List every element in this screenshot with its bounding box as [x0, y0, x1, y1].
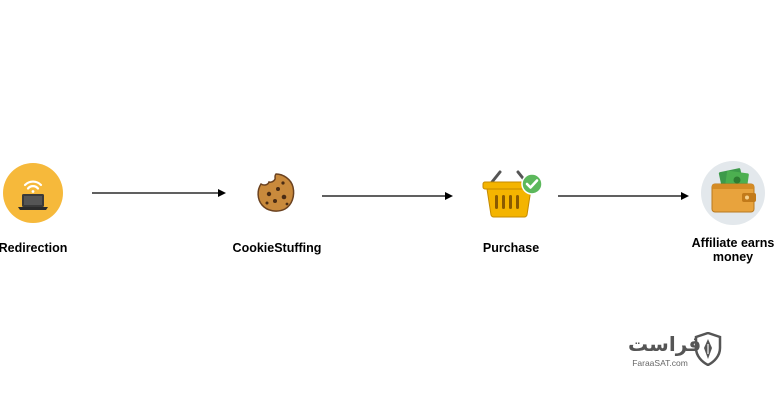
- node-label-cookie-stuffing: CookieStuffing: [232, 241, 322, 255]
- arrow-purchase-to-affiliate: [558, 192, 689, 200]
- node-label-affiliate: Affiliate earns money: [691, 236, 775, 264]
- laptop-wifi-icon: [3, 163, 63, 223]
- arrow-cookie-to-purchase: [322, 192, 453, 200]
- arrow-redirection-to-cookie: [92, 189, 226, 197]
- watermark-text: فراست: [628, 332, 702, 356]
- node-label-purchase: Purchase: [482, 241, 540, 255]
- node-label-redirection: Redirection: [0, 241, 68, 255]
- cookie-icon: [257, 173, 295, 212]
- wallet-money-icon: [701, 161, 765, 225]
- watermark-subtext: FaraaSAT.com: [632, 358, 688, 368]
- shopping-basket-check-icon: [482, 170, 543, 218]
- watermark-logo: فراست FaraaSAT.com: [628, 330, 728, 372]
- shield-pen-icon: [694, 332, 722, 366]
